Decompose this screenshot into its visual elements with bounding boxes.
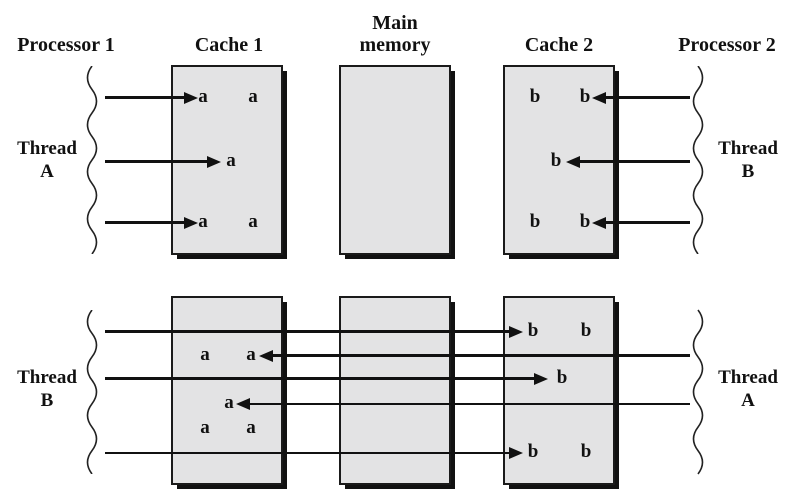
s2-arrow-b2-line [105,377,535,380]
s2-cache2-value: b [580,441,592,463]
label-cache-2: Cache 2 [524,34,594,56]
s1-arrow-a2-head-icon [207,156,221,168]
s2-cache2-value: b [580,320,592,342]
s2-arrow-a1-line [272,354,690,357]
s2-left-thread-label: Thread B [17,366,77,412]
s1-left-thread-label: Thread A [17,137,77,183]
s1-arrow-a2-line [105,160,209,163]
s2-arrow-a2-head-icon [236,398,250,410]
s1-arrow-a3-head-icon [184,217,198,229]
s1-arrow-b1-head-icon [592,92,606,104]
s2-cache1-value: a [246,417,256,439]
s1-left-thread-line1: Thread [17,138,77,159]
s2-right-thread-line2: A [741,390,755,411]
s1-arrow-b2-head-icon [566,156,580,168]
s2-arrow-a2-line [249,403,690,405]
label-main-memory: Main memory [340,12,450,56]
s1-main-memory-box [339,65,451,255]
s1-cache1-value: a [198,211,208,233]
s1-right-thread-line2: B [741,161,755,182]
s1-cache2-value: b [529,86,541,108]
s1-arrow-b3-head-icon [592,217,606,229]
s1-right-thread-brace [692,66,704,254]
s2-arrow-b1-head-icon [509,326,523,338]
label-main-memory-line2: memory [359,34,431,56]
s1-cache1-value: a [226,150,236,172]
s2-cache1-box [171,296,283,485]
s1-right-thread-label: Thread B [718,137,778,183]
s2-left-thread-line2: B [40,390,54,411]
s2-arrow-a1-head-icon [259,350,273,362]
s1-cache2-value: b [579,211,591,233]
s1-cache1-value: a [248,86,258,108]
s2-arrow-b1-line [105,330,510,333]
s1-arrow-a1-head-icon [184,92,198,104]
s1-cache1-value: a [248,211,258,233]
label-cache-1: Cache 1 [194,34,264,56]
label-processor-2: Processor 2 [678,34,776,56]
s1-left-thread-brace [86,66,98,254]
s1-cache1-value: a [198,86,208,108]
s2-right-thread-line1: Thread [718,367,778,388]
s1-arrow-a1-line [105,96,185,99]
s1-cache2-value: b [550,150,562,172]
s2-cache2-value: b [527,320,539,342]
s1-arrow-b3-line [605,221,690,224]
s1-arrow-a3-line [105,221,185,224]
s2-right-thread-brace [692,309,704,475]
s2-main-memory-box [339,296,451,485]
s2-arrow-b2-head-icon [534,373,548,385]
s1-cache2-value: b [529,211,541,233]
s2-left-thread-brace [86,310,98,474]
label-main-memory-line1: Main [372,12,418,34]
s1-arrow-b2-line [579,160,690,163]
s2-right-thread-label: Thread A [718,366,778,412]
label-processor-1: Processor 1 [17,34,115,56]
s2-cache2-value: b [527,441,539,463]
s2-cache1-value: a [200,344,210,366]
s2-arrow-b3-line [105,452,510,454]
s2-arrow-b3-head-icon [509,447,523,459]
s1-cache2-value: b [579,86,591,108]
s1-right-thread-line1: Thread [718,138,778,159]
s2-cache2-value: b [556,367,568,389]
s1-arrow-b1-line [605,96,690,99]
s2-left-thread-line1: Thread [17,367,77,388]
s2-cache1-value: a [224,392,234,414]
s2-cache1-value: a [200,417,210,439]
s1-left-thread-line2: A [40,161,54,182]
s2-cache1-value: a [246,344,256,366]
